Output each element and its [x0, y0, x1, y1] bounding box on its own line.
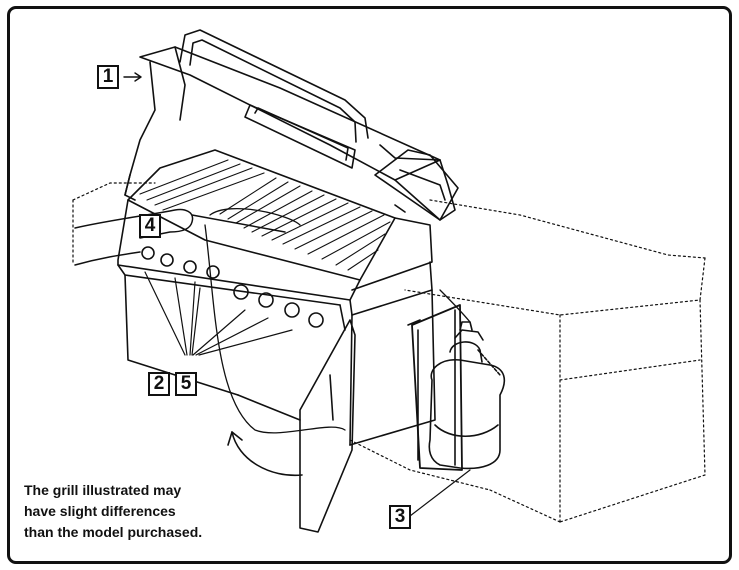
note-line-2: have slight differences — [24, 503, 176, 519]
side-shelf — [374, 149, 459, 221]
callout-3-tank: 3 — [389, 505, 411, 529]
disclaimer-note: The grill illustrated may have slight di… — [24, 480, 304, 543]
tank-compartment — [407, 304, 463, 471]
cooking-grate — [127, 149, 396, 281]
illustration-frame — [7, 6, 732, 564]
callout-5-knobs: 5 — [175, 372, 197, 396]
knob-callout-leaders — [144, 271, 293, 356]
lid-handle — [179, 29, 369, 143]
control-knobs — [141, 246, 324, 328]
grill-body — [117, 199, 436, 533]
callout-2-knobs: 2 — [148, 372, 170, 396]
grill-lid — [124, 46, 456, 221]
callout-1-lid: 1 — [97, 65, 119, 89]
callout-4-lighting: 4 — [139, 214, 161, 238]
note-line-3: than the model purchased. — [24, 524, 203, 540]
outdoor-kitchen-counter — [72, 182, 706, 523]
regulator-hose — [439, 289, 471, 323]
cabinet-door — [299, 319, 356, 533]
note-line-1: The grill illustrated may — [24, 482, 182, 498]
callout-1-arrow — [123, 72, 142, 82]
callout-3-leader — [409, 469, 471, 517]
lp-gas-tank — [428, 321, 506, 470]
hand-lighting — [74, 208, 286, 266]
ignition-wire — [204, 208, 346, 434]
